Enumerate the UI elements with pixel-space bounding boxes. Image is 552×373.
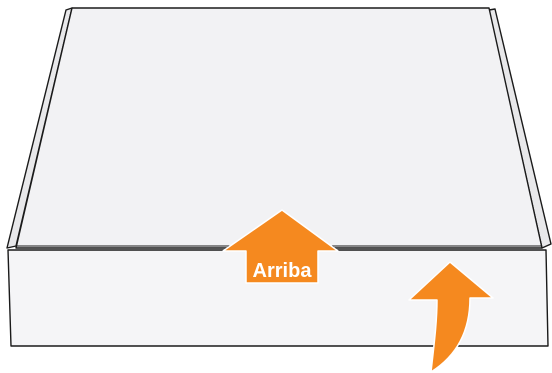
box-front-face <box>7 249 549 347</box>
curved-lift-arrow-icon <box>408 261 494 373</box>
up-arrow-label: Arriba <box>253 260 313 282</box>
up-arrow-icon: Arriba <box>222 209 339 284</box>
box-lid <box>6 7 552 249</box>
box-top-face <box>15 7 543 249</box>
